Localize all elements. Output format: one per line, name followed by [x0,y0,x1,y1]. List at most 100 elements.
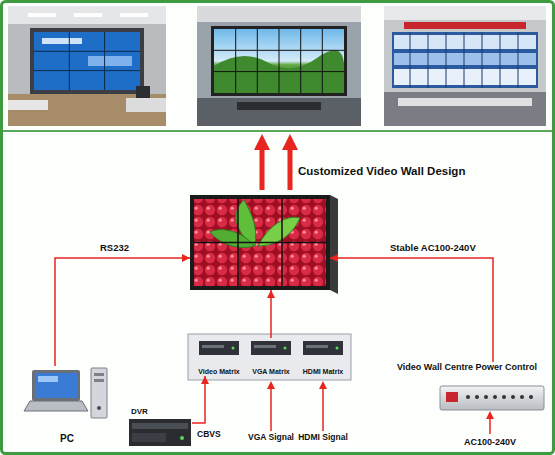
curved-video-wall-photo [235,29,236,93]
power-controller-illustration [446,392,458,402]
node-label: HDMI Matrix [303,368,343,376]
power-controller-illustration [511,395,515,399]
control-room-photo [126,98,166,112]
video-wall: Customized Video Wall Design [190,195,330,290]
power-controller-illustration [502,395,506,399]
matrix-box: HDMI Matrix [299,338,347,376]
signal-wires [267,381,494,434]
power-controller-illustration [475,395,479,399]
signal-connector [330,258,493,362]
dvr-box: DVR [128,407,192,448]
power-controller-illustration [493,395,497,399]
signal-wires [322,387,324,431]
long-video-wall-photo [464,32,465,88]
long-video-wall-photo [384,6,546,20]
control-room-photo [8,6,166,126]
node-label: Video Matrix [198,368,240,376]
power-control-box: Video Wall Centre Power Control [385,362,549,412]
matrix-panel [251,341,291,355]
curved-video-wall-photo [197,98,361,126]
pc-station: PC [24,366,110,444]
control-room-photo [34,32,140,90]
signal-wires [486,411,494,419]
node-label: Customized Video Wall Design [298,165,465,178]
video-wall-screen [190,195,338,294]
curved-video-wall-photo [197,6,361,126]
pc-illustration [94,379,104,382]
dvr-illustration [129,419,191,446]
curved-video-wall-photo [257,29,258,93]
power-controller-illustration [440,386,544,410]
pc-illustration [91,368,107,418]
pc-illustration [94,373,104,376]
control-room-photo [120,13,148,17]
control-room-photo [8,6,166,126]
long-video-wall-photo [398,98,532,106]
power-controller-illustration [529,395,533,399]
connector-label: CBVS [195,430,223,440]
matrix-box: VGA Matrix [247,338,295,376]
power-controller-illustration [466,395,470,399]
up-arrows [254,134,298,190]
separator-line [3,130,552,132]
curved-video-wall-photo [214,71,344,72]
connector-label: Stable AC100-240V [388,243,478,254]
matrix-panel [188,334,351,380]
control-room-photo [34,70,140,71]
long-video-wall-photo [518,32,519,88]
long-video-wall-photo [500,32,501,88]
pc-illustration [97,406,101,410]
signal-connector [192,376,205,423]
control-room-photo [28,13,56,17]
long-video-wall-photo [394,53,536,65]
matrix-panel [188,334,351,380]
pc-illustration [24,368,107,418]
matrix-panel [303,341,343,355]
curved-video-wall-photo [279,29,280,93]
video-wall-screen [194,242,326,244]
video-wall-screen [210,230,254,248]
matrix-panel [254,345,276,348]
node-label: VGA Matrix [252,368,289,376]
matrix-panel [202,345,224,348]
long-video-wall-photo [384,6,546,126]
curved-video-wall-photo [237,102,321,110]
control-room-photo [104,32,105,90]
up-arrows [254,134,270,190]
curved-video-wall-photo [197,6,361,126]
control-room-photo [42,38,82,44]
pc-illustration [35,373,77,398]
matrix-panel [284,347,287,350]
up-arrows [282,134,298,190]
matrix-panel [306,345,328,348]
control-room-photo [74,13,102,17]
signal-name: VGA Signal [246,433,296,443]
long-video-wall-photo [482,32,483,88]
video-wall-screen [330,195,338,294]
matrix-panel [199,341,239,355]
pc-illustration [38,376,58,382]
long-video-wall-photo [404,22,526,29]
connector-label: RS232 [98,243,131,254]
matrix-box: Video Matrix [195,338,243,376]
curved-video-wall-photo [214,29,344,93]
curved-video-wall-photo [322,29,323,93]
control-room-photo [34,51,140,52]
control-room-photo [69,32,70,90]
dvr-illustration [129,419,191,446]
control-room-photo [8,94,166,126]
signal-connector [270,290,272,338]
matrix-panel [232,347,235,350]
signal-connector [55,258,190,366]
curved-video-wall-photo [197,6,361,22]
control-room-photo [30,28,144,94]
control-room-photo [88,56,132,66]
video-wall-screen [190,195,330,290]
signal-wires [270,387,272,431]
long-video-wall-photo [394,69,536,85]
